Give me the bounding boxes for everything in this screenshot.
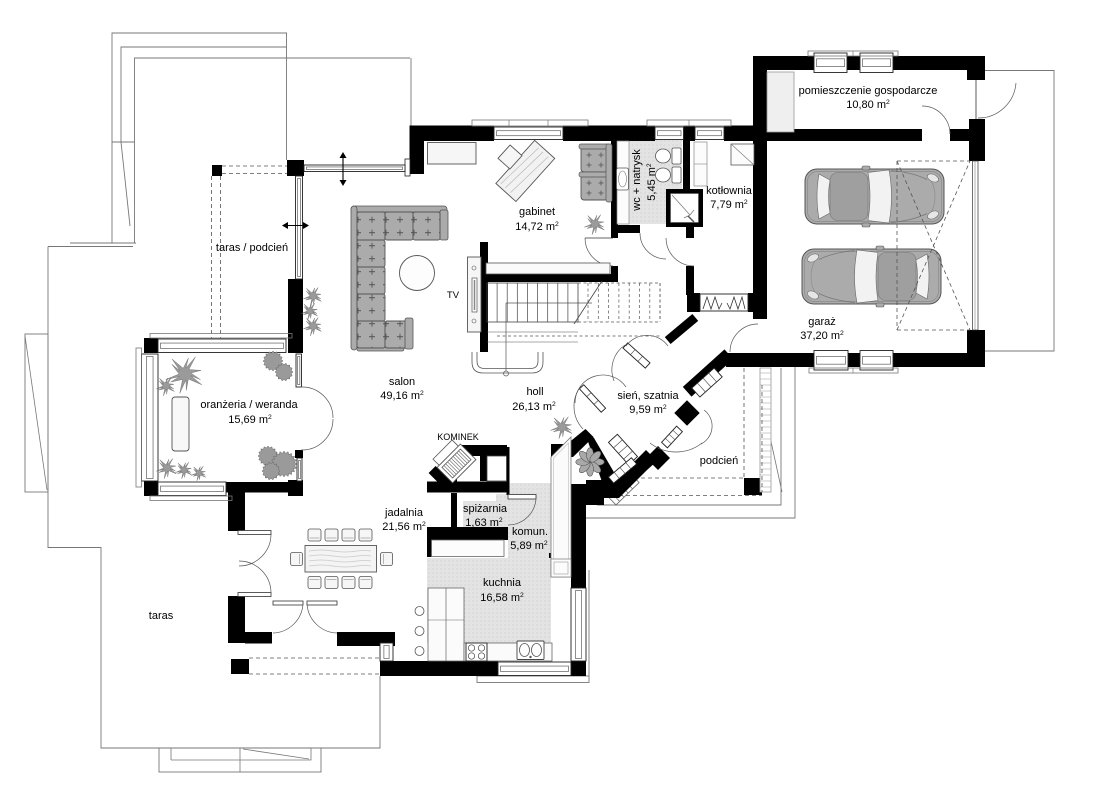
svg-text:26,13 m2: 26,13 m2 (512, 401, 556, 413)
svg-text:15,69 m2: 15,69 m2 (228, 414, 272, 426)
svg-text:16,58 m2: 16,58 m2 (480, 592, 524, 604)
svg-text:holl: holl (526, 386, 543, 398)
svg-text:14,72 m2: 14,72 m2 (515, 221, 559, 233)
svg-text:kotłownia: kotłownia (706, 185, 753, 197)
svg-text:spiżarnia: spiżarnia (463, 503, 508, 515)
svg-text:garaż: garaż (808, 316, 836, 328)
svg-text:49,16 m2: 49,16 m2 (380, 390, 424, 402)
svg-text:podcień: podcień (700, 455, 739, 467)
svg-text:5,45 m2: 5,45 m2 (646, 163, 658, 201)
svg-text:37,20 m2: 37,20 m2 (800, 330, 844, 342)
svg-text:1,63 m2: 1,63 m2 (465, 517, 503, 529)
svg-text:jadalnia: jadalnia (384, 507, 424, 519)
svg-text:komun.: komun. (512, 526, 548, 538)
svg-text:taras / podcień: taras / podcień (216, 242, 288, 254)
svg-text:9,59 m2: 9,59 m2 (629, 404, 667, 416)
svg-text:gabinet: gabinet (519, 206, 555, 218)
svg-text:kuchnia: kuchnia (483, 577, 522, 589)
svg-text:KOMINEK: KOMINEK (437, 432, 479, 442)
svg-text:taras: taras (149, 610, 174, 622)
svg-text:5,89 m2: 5,89 m2 (510, 540, 548, 552)
svg-text:10,80 m2: 10,80 m2 (846, 99, 890, 111)
svg-text:pomieszczenie gospodarcze: pomieszczenie gospodarcze (799, 85, 938, 97)
svg-text:salon: salon (389, 376, 415, 388)
svg-text:oranżeria / weranda: oranżeria / weranda (200, 399, 298, 411)
svg-text:21,56 m2: 21,56 m2 (382, 521, 426, 533)
svg-text:wc + natrysk: wc + natrysk (631, 149, 643, 212)
svg-text:TV: TV (447, 290, 460, 301)
svg-text:sień, szatnia: sień, szatnia (617, 390, 679, 402)
svg-text:7,79 m2: 7,79 m2 (710, 199, 748, 211)
